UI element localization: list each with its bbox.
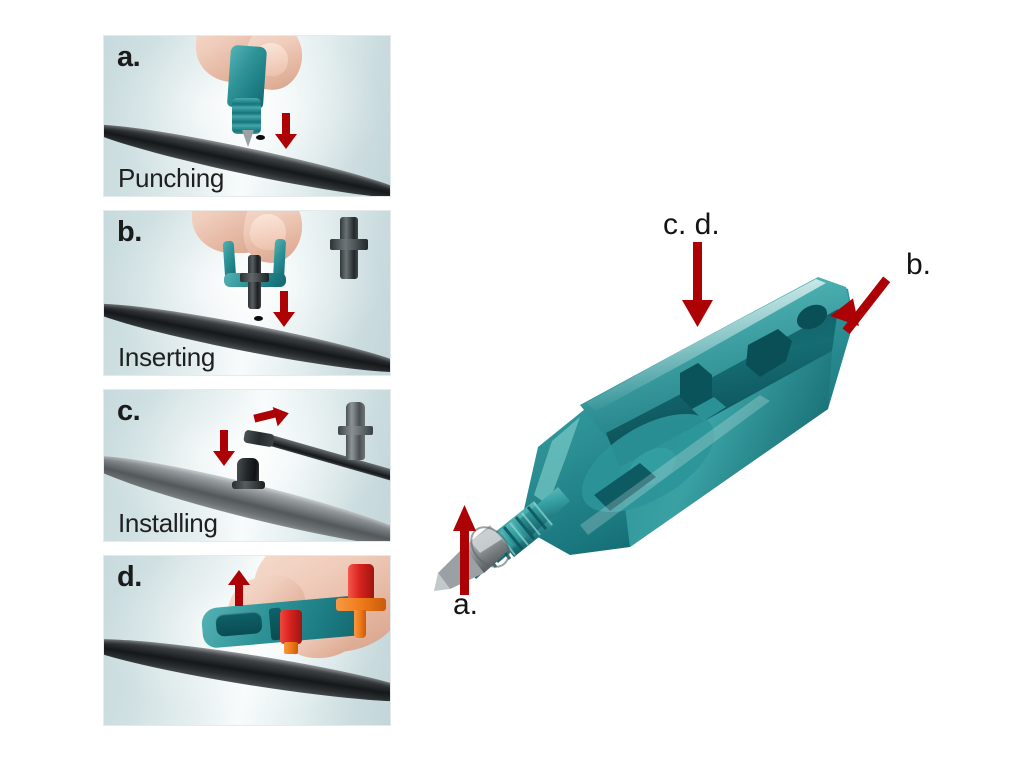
arrow-d-head (228, 570, 250, 585)
panel-b-caption: Inserting (118, 342, 216, 372)
step-panel-d: d. (104, 556, 390, 725)
punch-tool-grip (232, 98, 261, 134)
emitter-installed-nozzle (284, 642, 298, 654)
arrow-d-shaft (235, 584, 243, 606)
barbed-connector (248, 255, 261, 309)
panel-a-caption: Punching (118, 163, 225, 193)
arrow-b-head (273, 312, 295, 327)
step-panel-b: b. Inserting (104, 211, 390, 375)
step-panel-c: c. Installing (104, 390, 390, 541)
callout-arrow-a (453, 505, 476, 595)
metal-punch-tip (242, 130, 254, 147)
panel-c-letter: c. (117, 395, 141, 427)
emitter-installed-cap (280, 610, 302, 644)
tool-highlight-edge (534, 417, 580, 505)
callout-label-cd: c. d. (663, 208, 720, 241)
punched-hole (256, 135, 265, 140)
panel-b-letter: b. (117, 216, 142, 248)
arrow-a-shaft (282, 113, 290, 135)
barbed-coupler-inset-flange (338, 426, 373, 435)
step-panel-a: a. Punching (104, 36, 390, 196)
panel-c-caption: Installing (118, 508, 218, 538)
panel-d-letter: d. (117, 561, 142, 593)
panel-a-letter: a. (117, 41, 141, 73)
emitter-spare-cap (348, 564, 374, 604)
tool-rib (692, 397, 726, 421)
tool-graphic (434, 277, 854, 591)
tool-side-wall (620, 351, 832, 547)
tool-slot-opening (215, 611, 263, 637)
arrow-b-shaft (280, 291, 288, 313)
tool-top-face (580, 277, 850, 437)
drip-line-barb (243, 429, 275, 448)
arrow-c-right-head (272, 403, 292, 427)
tool-head-hole (796, 304, 828, 330)
callout-label-b: b. (906, 248, 932, 281)
tool-flank-slot (594, 463, 656, 511)
tool-highlight-top (586, 279, 826, 411)
barbed-connector-inset-flange (330, 239, 368, 250)
arrow-c-down-head (213, 451, 235, 466)
tool-head-cutout (746, 329, 792, 377)
drip-line (262, 433, 390, 486)
punch-tool-photo (430, 195, 990, 655)
callout-arrow-b (830, 276, 891, 335)
punched-hole (254, 316, 263, 321)
arrow-a-head (275, 134, 297, 149)
barbed-connector-flange (240, 273, 269, 282)
emitter-spare-flange (336, 598, 386, 611)
installed-barb-base (232, 481, 265, 489)
emitter-spare-nozzle (354, 610, 366, 638)
callout-arrows (453, 242, 891, 595)
tool-notch-jaw (680, 363, 712, 409)
callout-arrow-cd (682, 242, 713, 327)
arrow-c-down-shaft (220, 430, 228, 452)
callout-label-a: a. (453, 588, 479, 621)
installed-barb (237, 458, 259, 486)
tool-highlight-flank (580, 395, 770, 535)
